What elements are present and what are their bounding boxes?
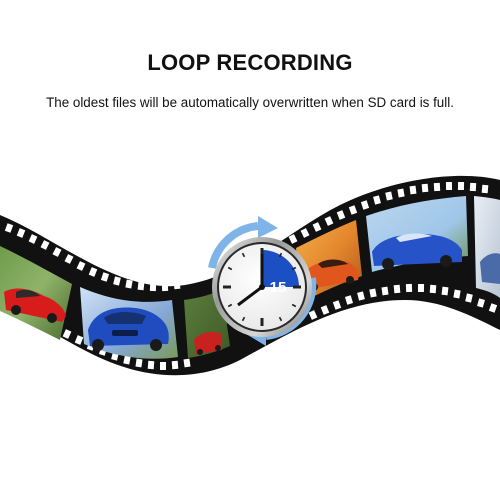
- headline: LOOP RECORDING: [147, 50, 353, 75]
- stopwatch-icon: 15: [212, 237, 312, 337]
- film-frame-1: [0, 246, 72, 340]
- clock-minutes-label: 15: [270, 279, 287, 296]
- film-frame-2: [80, 287, 178, 359]
- elapsed-quarter: [262, 250, 299, 287]
- film-frame-5: [366, 196, 468, 272]
- hour-hand: [237, 285, 263, 307]
- subline: The oldest files will be automatically o…: [46, 95, 454, 110]
- film-frame-6: [474, 196, 500, 298]
